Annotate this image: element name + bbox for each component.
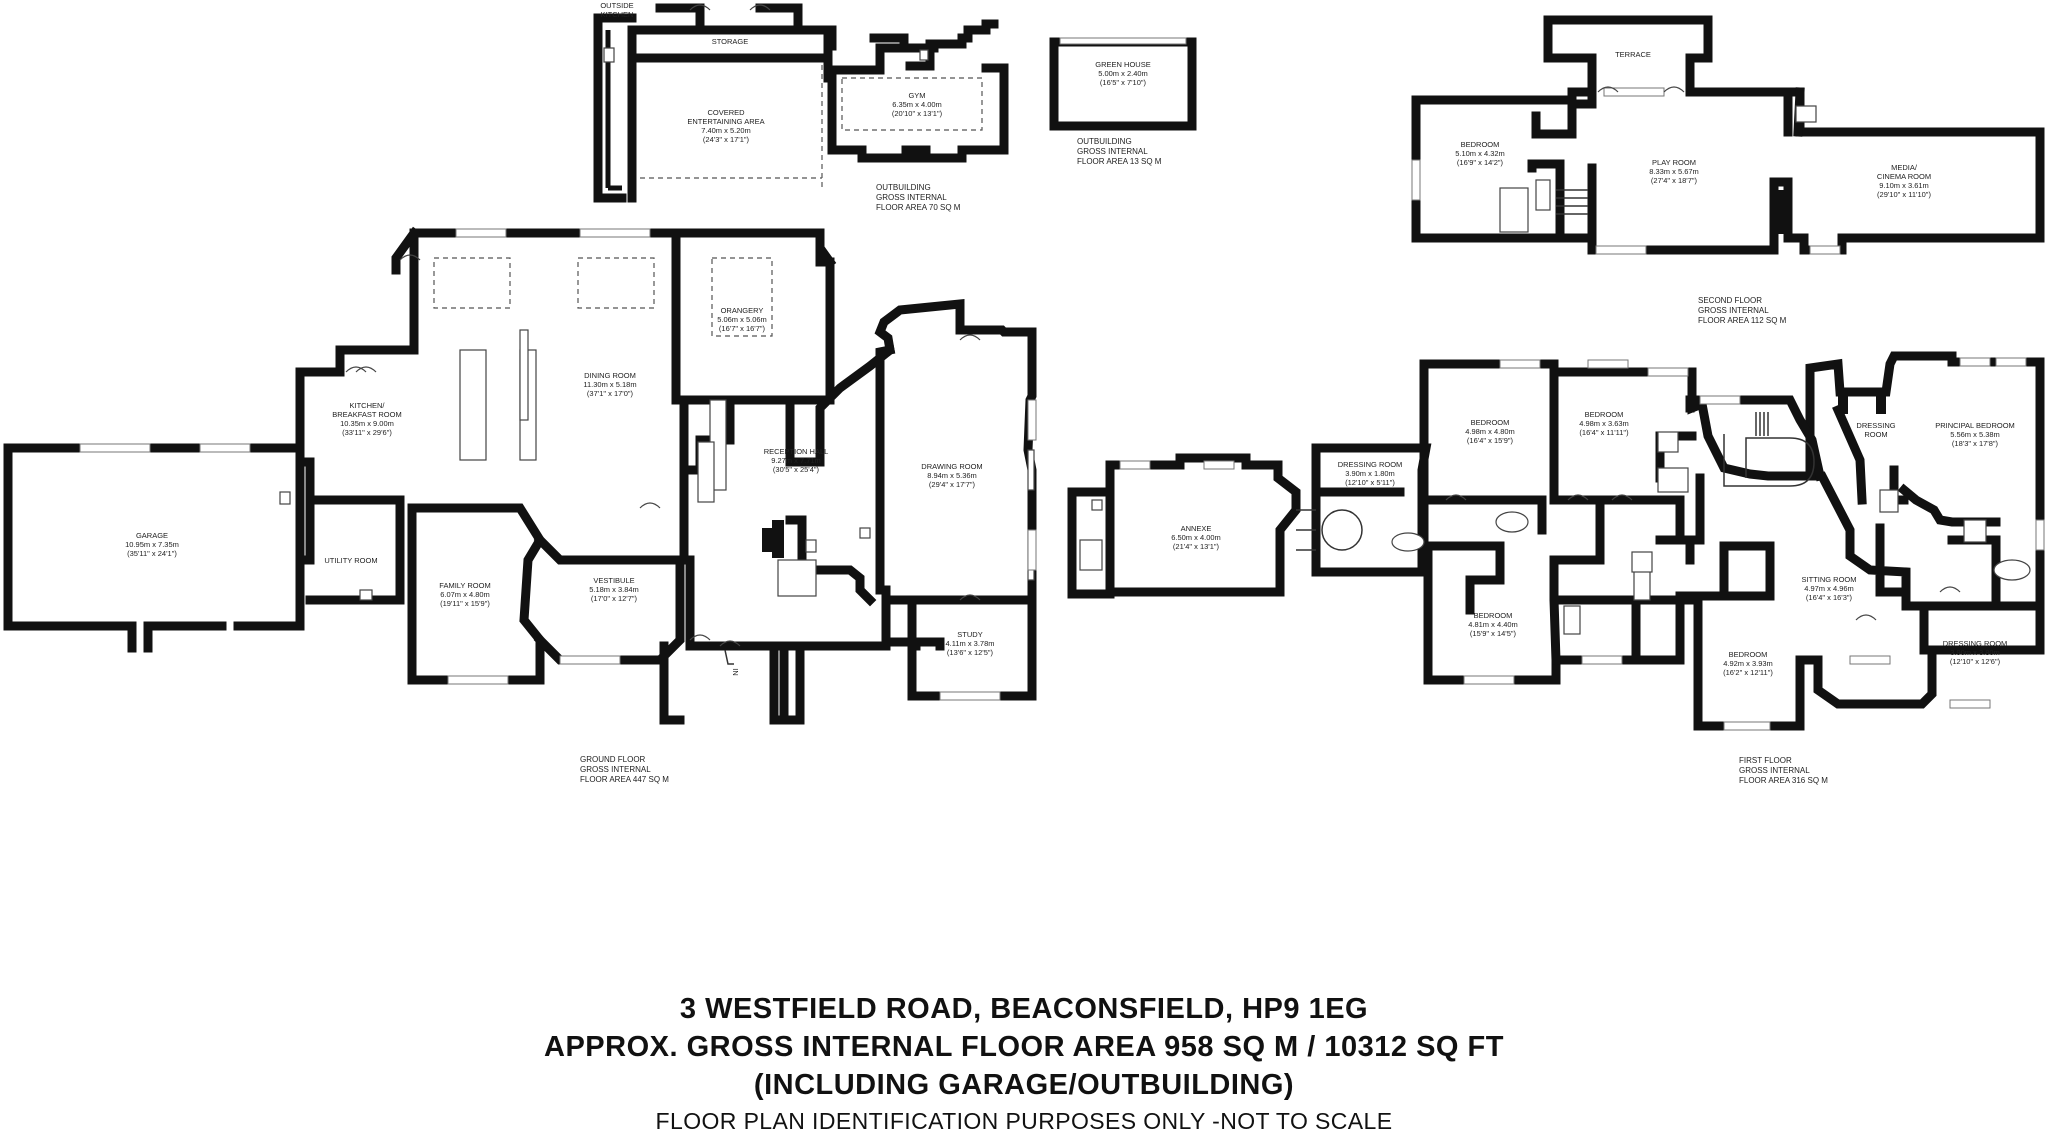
- storage-label: STORAGE: [712, 37, 749, 46]
- entrance-marker: IN: [731, 668, 740, 676]
- disclaimer-note: FLOOR PLAN IDENTIFICATION PURPOSES ONLY …: [655, 1108, 1393, 1134]
- property-address: 3 WESTFIELD ROAD, BEACONSFIELD, HP9 1EG: [679, 993, 1369, 1025]
- area-inclusion-note: (INCLUDING GARAGE/OUTBUILDING): [753, 1069, 1295, 1101]
- total-floor-area: APPROX. GROSS INTERNAL FLOOR AREA 958 SQ…: [544, 1031, 1504, 1063]
- terrace-label: TERRACE: [1615, 50, 1651, 59]
- utility-room-label: UTILITY ROOM: [324, 556, 377, 565]
- plan-footer: 3 WESTFIELD ROAD, BEACONSFIELD, HP9 1EG …: [0, 990, 2048, 1138]
